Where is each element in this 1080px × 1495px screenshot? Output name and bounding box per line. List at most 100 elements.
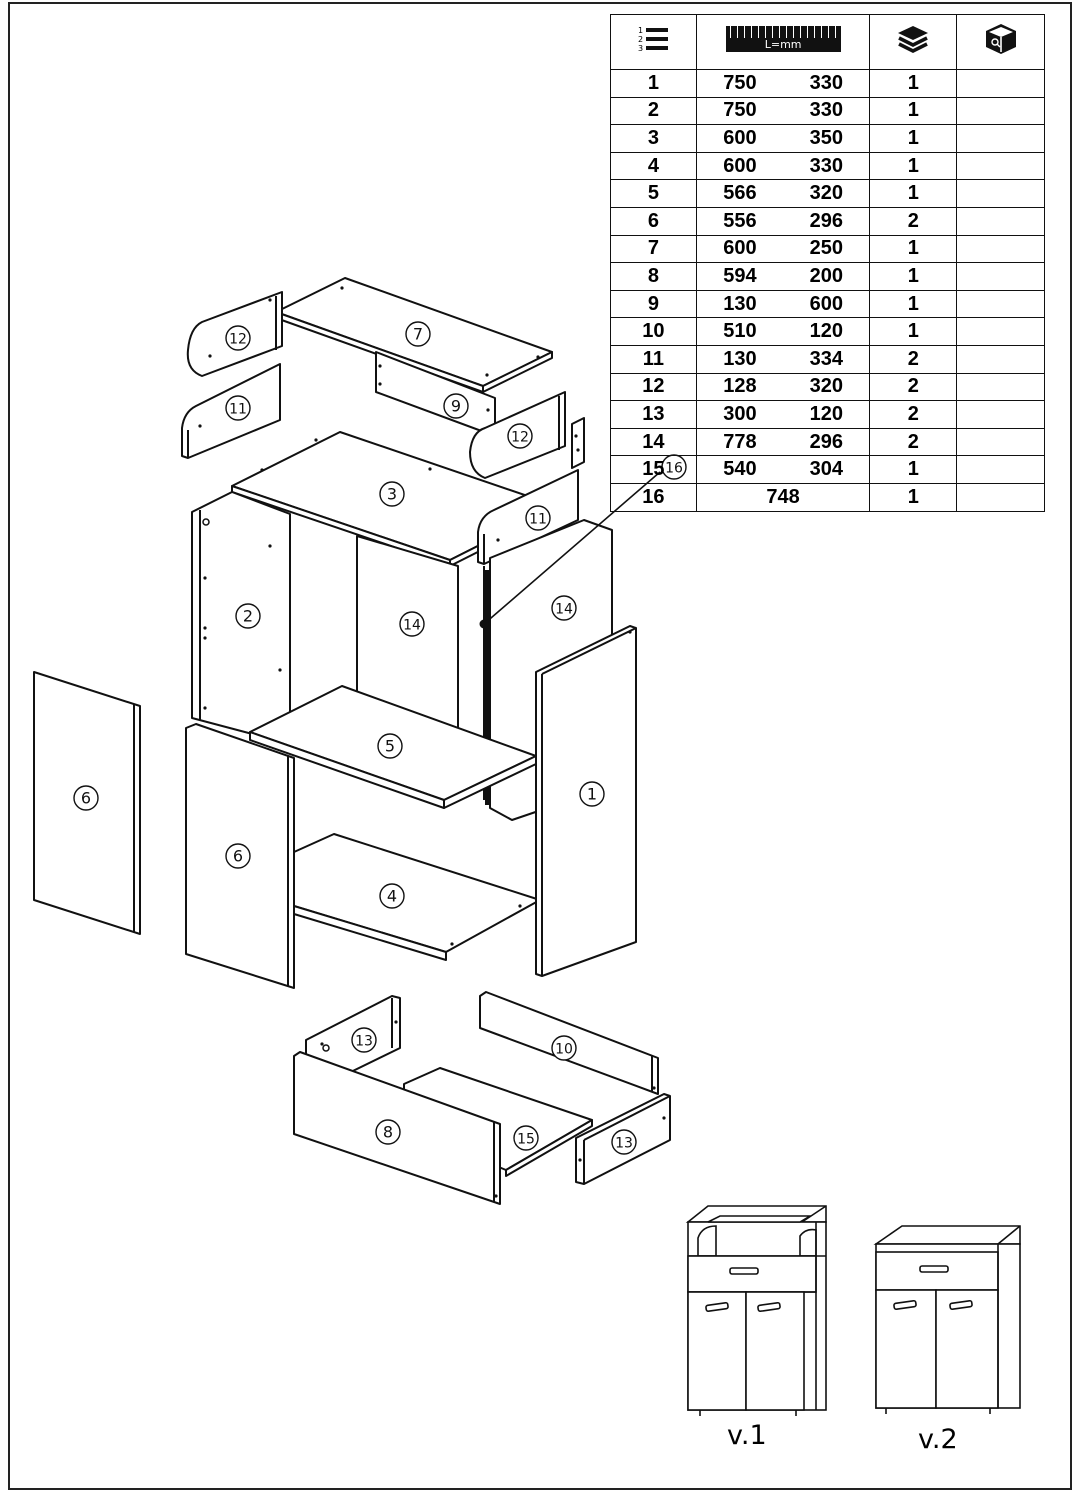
- quantity-cell: 1: [869, 317, 958, 346]
- part-6-far-badge: 6: [73, 785, 99, 811]
- package-cell: [956, 179, 1045, 208]
- part-number-cell: 7: [610, 234, 697, 264]
- part-14-left-badge: 14: [399, 611, 425, 637]
- width-cell: 296: [783, 427, 871, 457]
- length-cell: 556: [695, 206, 784, 236]
- part-7-badge: 7: [405, 321, 431, 347]
- package-cell: [956, 372, 1045, 402]
- package-cell: [956, 289, 1045, 319]
- length-cell: 130: [695, 344, 784, 374]
- part-7-label: 7: [413, 325, 423, 344]
- numbered-list-icon: 1 2 3: [610, 14, 697, 70]
- svg-text:2: 2: [638, 35, 643, 44]
- part-number-cell: 4: [610, 151, 697, 181]
- package-cell: [956, 124, 1045, 153]
- length-cell: 600: [695, 151, 784, 181]
- width-cell: 120: [783, 317, 871, 346]
- part-14-left-label: 14: [403, 618, 421, 634]
- table-header-row: 1 2 3 L=mm: [610, 14, 1045, 70]
- package-cell: [956, 206, 1045, 236]
- part-13-right-badge: 13: [611, 1129, 637, 1155]
- layers-icon: [869, 14, 958, 70]
- part-1-label: 1: [587, 785, 597, 804]
- quantity-cell: 2: [869, 344, 958, 374]
- width-cell: 200: [783, 262, 871, 291]
- quantity-cell: 1: [869, 96, 958, 126]
- variant-2-label: v.2: [918, 1424, 958, 1455]
- width-cell: 334: [783, 344, 871, 374]
- length-cell: 130: [695, 289, 784, 319]
- part-number-cell: 8: [610, 262, 697, 291]
- width-cell: 250: [783, 234, 871, 264]
- length-cell: 594: [695, 262, 784, 291]
- quantity-cell: 2: [869, 372, 958, 402]
- length-cell: 540: [695, 455, 784, 484]
- quantity-cell: 1: [869, 262, 958, 291]
- width-cell: 350: [783, 124, 871, 153]
- part-15-badge: 15: [513, 1125, 539, 1151]
- length-cell: 750: [695, 96, 784, 126]
- part-number-cell: 3: [610, 124, 697, 153]
- package-cell: [956, 151, 1045, 181]
- package-cell: [956, 455, 1045, 484]
- width-cell: 330: [783, 96, 871, 126]
- length-cell: 566: [695, 179, 784, 208]
- part-14-right-badge: 14: [551, 595, 577, 621]
- quantity-cell: 1: [869, 69, 958, 98]
- quantity-cell: 1: [869, 482, 958, 512]
- length-cell: 748: [695, 482, 871, 512]
- quantity-cell: 2: [869, 400, 958, 429]
- package-cell: [956, 482, 1045, 512]
- part-1-badge: 1: [579, 781, 605, 807]
- quantity-cell: 1: [869, 151, 958, 181]
- length-cell: 510: [695, 317, 784, 346]
- part-number-cell: 15: [610, 455, 697, 484]
- quantity-cell: 1: [869, 179, 958, 208]
- variant-1-cabinet: [685, 1205, 827, 1416]
- part-4-badge: 4: [379, 883, 405, 909]
- part-2-badge: 2: [235, 603, 261, 629]
- package-cell: [956, 317, 1045, 346]
- part-number-cell: 14: [610, 427, 697, 457]
- part-11-right-badge: 11: [525, 505, 551, 531]
- length-cell: 750: [695, 69, 784, 98]
- width-cell: 330: [783, 69, 871, 98]
- part-number-cell: 12: [610, 372, 697, 402]
- width-cell: 296: [783, 206, 871, 236]
- width-cell: 120: [783, 400, 871, 429]
- part-14-right-label: 14: [555, 602, 573, 618]
- part-12-left-label: 12: [229, 332, 247, 348]
- ruler-icon: L=mm: [695, 14, 871, 70]
- svg-text:3: 3: [638, 44, 643, 53]
- width-cell: 600: [783, 289, 871, 319]
- part-4-label: 4: [387, 887, 397, 906]
- width-cell: 320: [783, 179, 871, 208]
- part-number-cell: 1: [610, 69, 697, 98]
- part-5-badge: 5: [377, 733, 403, 759]
- part-2-label: 2: [243, 607, 253, 626]
- part-10-badge: 10: [551, 1035, 577, 1061]
- part-13-right-label: 13: [615, 1136, 633, 1152]
- part-11-left-badge: 11: [225, 395, 251, 421]
- part-8-badge: 8: [375, 1119, 401, 1145]
- part-5-label: 5: [385, 737, 395, 756]
- variant-1-label: v.1: [727, 1420, 767, 1451]
- package-cell: [956, 400, 1045, 429]
- quantity-cell: 1: [869, 124, 958, 153]
- parts-list-table: 1 2 3 L=mm: [610, 14, 1045, 512]
- quantity-cell: 2: [869, 206, 958, 236]
- variant-2-cabinet: [873, 1225, 1021, 1414]
- part-6-near-label: 6: [233, 847, 243, 866]
- part-15-label: 15: [517, 1132, 535, 1148]
- part-6-far-label: 6: [81, 789, 91, 808]
